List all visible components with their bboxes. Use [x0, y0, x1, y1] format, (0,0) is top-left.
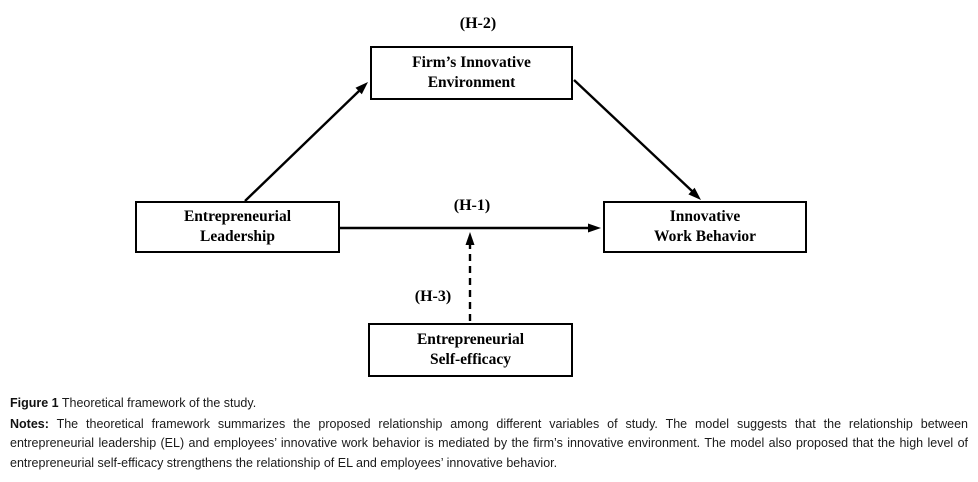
box-label-line: Leadership	[200, 228, 275, 245]
box-entrepreneurial-leadership: Entrepreneurial Leadership	[135, 201, 340, 253]
box-label-line: Firm’s Innovative	[412, 54, 531, 71]
box-firms-innovative-environment: Firm’s Innovative Environment	[370, 46, 573, 100]
hypothesis-label-h1: (H-1)	[453, 197, 491, 214]
box-label-line: Work Behavior	[653, 228, 757, 245]
box-innovative-work-behavior: Innovative Work Behavior	[603, 201, 807, 253]
figure-caption-notes: Notes: The theoretical framework summari…	[10, 415, 968, 474]
hypothesis-label-h3: (H-3)	[414, 288, 452, 305]
box-label-line: Self-efficacy	[430, 351, 511, 368]
notes-label: Notes:	[10, 416, 49, 431]
box-label-line: Environment	[427, 74, 516, 91]
box-label-line: Entrepreneurial	[416, 331, 525, 348]
arrows-layer	[244, 79, 701, 321]
figure-caption-title-line: Figure 1 Theoretical framework of the st…	[10, 394, 968, 414]
figure-number-label: Figure 1	[10, 396, 59, 410]
arrow-el-to-environment	[244, 82, 368, 202]
arrow-environment-to-iwb	[573, 79, 701, 200]
box-label-line: Innovative	[669, 208, 741, 225]
arrow-ese-to-h1-dashed	[465, 232, 475, 321]
figure-title-text: Theoretical framework of the study.	[61, 396, 257, 410]
arrow-el-to-iwb	[340, 223, 601, 233]
box-entrepreneurial-self-efficacy: Entrepreneurial Self-efficacy	[368, 323, 573, 377]
notes-text: The theoretical framework summarizes the…	[10, 416, 969, 470]
figure-caption: Figure 1 Theoretical framework of the st…	[10, 394, 968, 473]
box-label-line: Entrepreneurial	[183, 208, 292, 225]
hypothesis-label-h2: (H-2)	[459, 15, 497, 32]
